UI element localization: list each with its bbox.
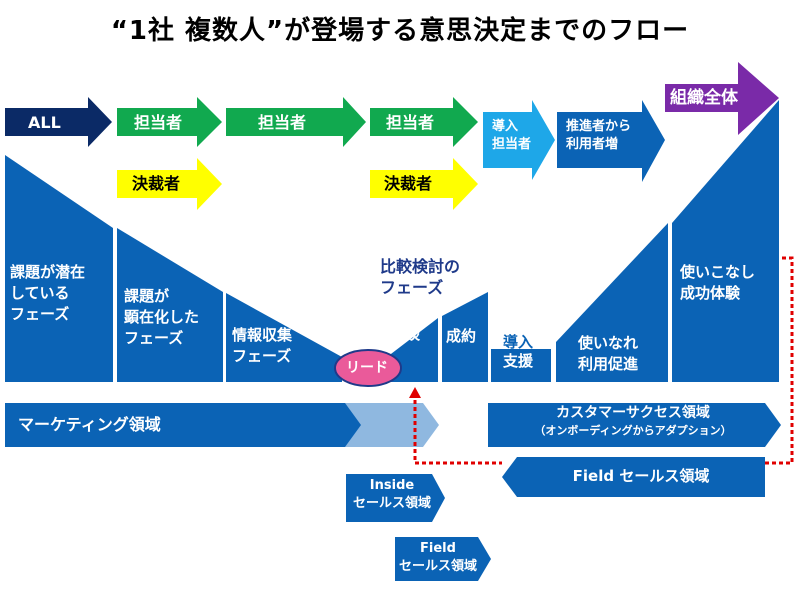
- lead-label: リード: [346, 360, 388, 376]
- marketing-bar: [5, 403, 361, 447]
- hikaku-label: 比較検討の フェーズ: [380, 257, 461, 297]
- tantou-arrow-1: [117, 97, 222, 147]
- phase-block-master: [672, 100, 779, 382]
- phase-block-2: [117, 228, 223, 382]
- donyu-tantou-label: 導入 担当者: [492, 119, 532, 152]
- phase-block-1: [5, 155, 113, 382]
- handoff-arrowhead: [409, 387, 421, 398]
- soshiki-label: 組織全体: [670, 88, 738, 108]
- phase-label-1: 課題が潜在 している フェーズ: [10, 263, 86, 323]
- donyu-shien-label: 導入 支援: [503, 333, 534, 370]
- field-sales-main-bar: [502, 457, 765, 497]
- phase-block-donyu-shien: [491, 349, 551, 382]
- soshiki-arrow: [665, 62, 779, 135]
- handoff-dotted-line-right: [765, 256, 794, 465]
- phase-label-3: 情報収集 フェーズ: [232, 326, 293, 365]
- field-sales-label: Field セールス領域: [398, 541, 477, 574]
- seiyaku-label: 成約: [446, 327, 477, 345]
- master-label: 使いこなし 成功体験: [680, 263, 756, 302]
- inside-sales-box: [346, 474, 445, 522]
- shodan-label: 商談: [390, 325, 421, 343]
- lead-oval: [334, 349, 402, 387]
- page-title: “1社 複数人”が登場する意思決定までのフロー: [110, 16, 690, 46]
- use-label: 使いなれ 利用促進: [578, 334, 639, 373]
- inside-sales-label: Inside セールス領域: [352, 478, 431, 511]
- all-arrow: [5, 97, 112, 147]
- cs-label: カスタマーサクセス領域 （オンボーディングからアダプション）: [534, 405, 732, 437]
- handoff-dotted-line: [413, 393, 502, 465]
- tantou-label-2: 担当者: [258, 113, 307, 132]
- phase-block-seiyaku: [442, 292, 488, 382]
- phase-block-3: [226, 293, 342, 382]
- kessai-arrow-1: [117, 158, 222, 210]
- tantou-label-3: 担当者: [386, 113, 435, 132]
- kessai-arrow-2: [370, 158, 478, 210]
- kessai-label-1: 決裁者: [132, 174, 181, 193]
- kessai-label-2: 決裁者: [384, 174, 433, 193]
- phase-label-2: 課題が 顕在化した フェーズ: [124, 287, 200, 347]
- donyu-tantou-arrow: [483, 100, 555, 180]
- tantou-arrow-3: [370, 97, 478, 147]
- field-sales-box: [395, 537, 491, 581]
- suishin-arrow: [557, 100, 665, 182]
- all-label: ALL: [28, 113, 61, 132]
- tantou-label-1: 担当者: [134, 113, 183, 132]
- tantou-arrow-2: [226, 97, 366, 147]
- field-sales-main-label: Field セールス領域: [572, 467, 710, 485]
- marketing-label: マーケティング領域: [18, 415, 161, 434]
- phase-block-use: [556, 223, 668, 382]
- cs-bar: [488, 403, 781, 447]
- suishin-label: 推進者から 利用者増: [566, 119, 632, 152]
